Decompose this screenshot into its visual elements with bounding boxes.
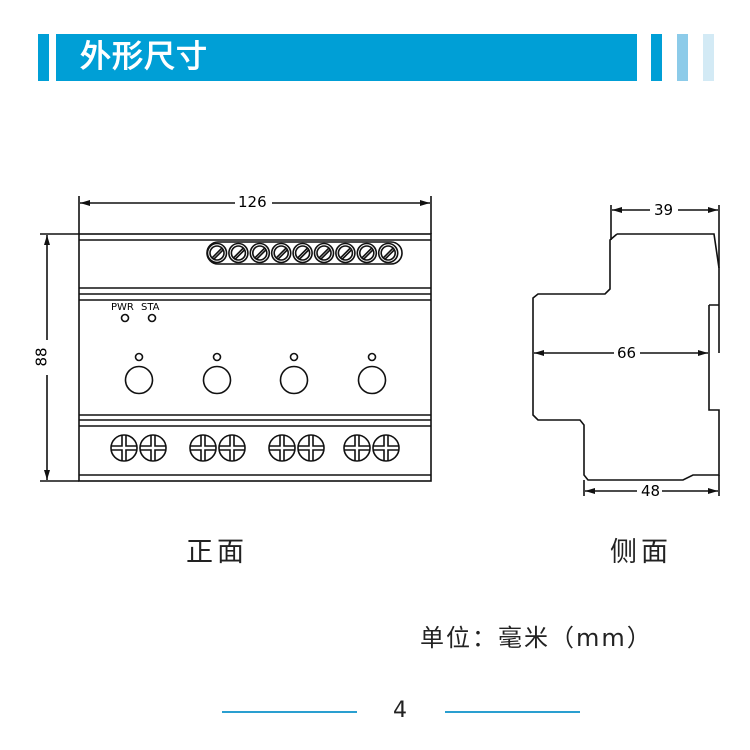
- top-terminal-screw: [313, 242, 335, 264]
- pwr-label: PWR: [111, 302, 134, 313]
- channel-led: [134, 352, 144, 362]
- bottom-terminal-screw: [343, 434, 371, 462]
- channel-button: [202, 352, 232, 395]
- top-terminal-screw: [249, 242, 271, 264]
- side-depth-top-label: 39: [654, 201, 674, 219]
- top-terminal-screw: [206, 242, 228, 264]
- top-terminal-screw: [335, 242, 356, 264]
- page-number: 4: [393, 698, 407, 723]
- footer-line-left: [222, 711, 357, 713]
- section-title: 外形尺寸: [80, 39, 208, 75]
- side-view: [532, 205, 720, 496]
- bottom-terminal-screw: [372, 434, 400, 462]
- channel-button: [279, 352, 309, 395]
- top-terminal-screw: [292, 242, 313, 264]
- front-view-label: 正面: [186, 537, 248, 568]
- side-depth-total-label: 66: [617, 344, 637, 362]
- header-accent-right-2: [677, 34, 688, 81]
- side-depth-bottom-label: 48: [641, 482, 661, 500]
- header-accent-right-3: [703, 34, 714, 81]
- front-view: [40, 196, 432, 482]
- bottom-terminal-screw: [297, 434, 325, 462]
- top-terminal-screw: [228, 242, 249, 264]
- bottom-terminal-screw: [139, 434, 167, 462]
- header-accent-right-1: [651, 34, 662, 81]
- unit-note: 单位：毫米（mm）: [420, 624, 653, 652]
- height-dimension-label: 88: [32, 347, 51, 367]
- width-dimension-label: 126: [238, 193, 267, 211]
- side-view-label: 侧面: [610, 537, 672, 568]
- header-accent-left: [38, 34, 49, 81]
- footer-line-right: [445, 711, 580, 713]
- top-terminals: [206, 242, 399, 264]
- header-bar: [56, 34, 637, 81]
- top-terminal-screw: [377, 242, 399, 264]
- bottom-terminal-screw: [110, 434, 138, 462]
- bottom-terminal-screw: [268, 434, 296, 462]
- channel-led: [367, 352, 377, 362]
- sta-label: STA: [141, 302, 160, 313]
- channel-led: [212, 352, 222, 362]
- top-terminal-screw: [270, 242, 292, 264]
- top-terminal-screw: [356, 242, 378, 264]
- bottom-terminal-screw: [218, 434, 246, 462]
- sta-led: [147, 313, 157, 323]
- channel-button: [357, 352, 387, 395]
- bottom-terminal-screw: [189, 434, 217, 462]
- channel-button: [124, 352, 154, 395]
- pwr-led: [120, 313, 130, 323]
- channel-led: [289, 352, 299, 362]
